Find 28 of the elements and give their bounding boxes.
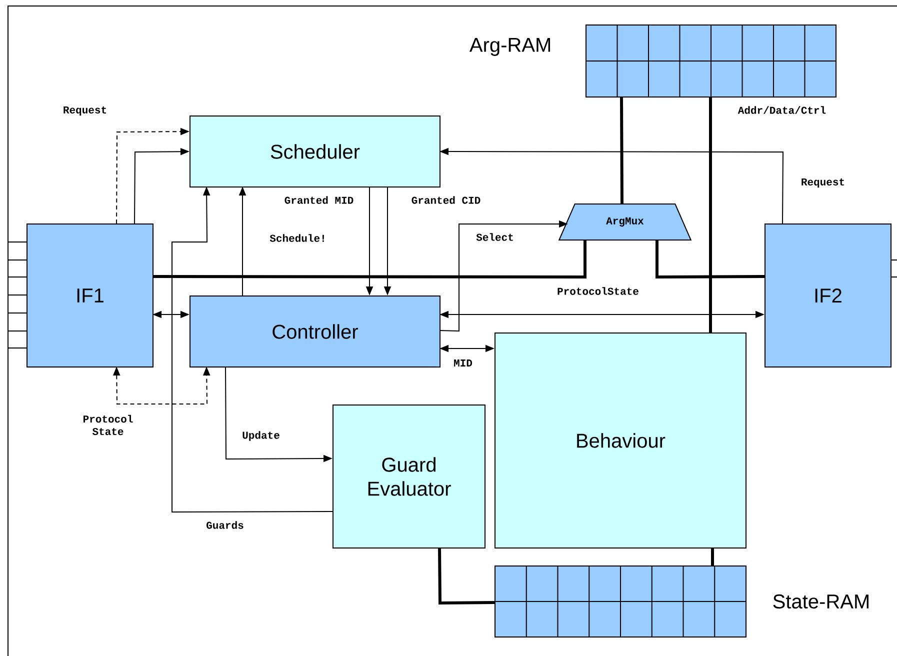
memory-grid: State-RAM [494, 566, 868, 638]
edge-label: Guards [205, 520, 245, 530]
bus-line [656, 240, 764, 278]
edge-label: Granted CID [410, 195, 482, 205]
node-label: State-RAM [773, 594, 868, 609]
block-box: Guard Evaluator [332, 404, 486, 548]
bus-line [438, 547, 495, 604]
edge-label: MID [452, 358, 474, 368]
block-box: Controller [190, 296, 440, 368]
node-label: Arg-RAM [469, 38, 550, 56]
edge-label: Select [475, 232, 515, 242]
block-box: Behaviour [494, 332, 746, 548]
edge-label: Granted MID [283, 195, 355, 205]
bus-line [620, 96, 624, 204]
block-box: Scheduler [190, 116, 440, 188]
edge-label: Addr/Data/Ctrl [736, 105, 828, 115]
memory-grid: Arg-RAM [469, 24, 836, 98]
block-box: IF2 [764, 224, 892, 368]
edge-label: Update [241, 430, 281, 442]
edge-label: Request [62, 105, 108, 117]
bus-line [709, 96, 712, 332]
edge-label: Request [800, 177, 846, 189]
edge-label: Schedule! [268, 233, 328, 243]
bus-line [711, 548, 714, 566]
edge-label: ProtocolState [556, 286, 640, 296]
block-box: IF1 [26, 224, 154, 368]
bus-line [152, 240, 586, 278]
edge-label: Protocol State [76, 414, 140, 436]
